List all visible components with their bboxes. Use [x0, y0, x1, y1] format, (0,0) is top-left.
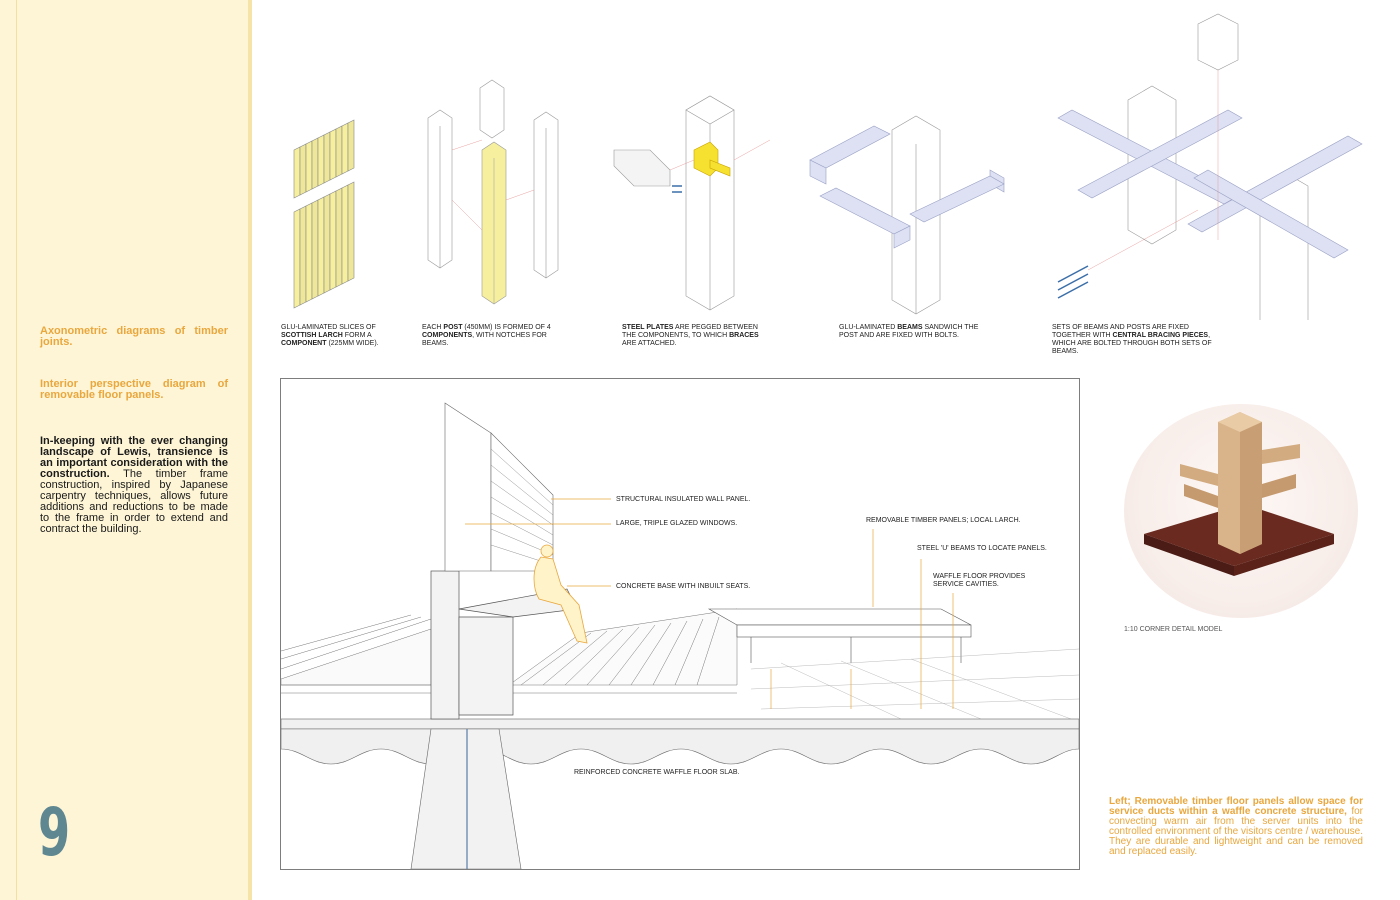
axo-caption-2-b1: POST [443, 324, 463, 331]
axo-caption-5-t1: SETS OF BEAMS AND POSTS ARE FIXED TOGETH… [1052, 324, 1189, 339]
axo-caption-1-t2: FORM A [342, 332, 372, 339]
axo-beams [809, 115, 1005, 315]
axo-caption-5-t2: , WHICH ARE BOLTED THROUGH BOTH SETS OF … [1052, 332, 1212, 355]
caption-perspective: Interior perspective diagram of removabl… [40, 378, 228, 401]
axo-bracing [1057, 13, 1363, 320]
sidebar [0, 0, 252, 900]
axo-caption-2: EACH POST (450MM) IS FORMED OF 4 COMPONE… [422, 324, 572, 348]
axo-caption-3-t3: ARE ATTACHED. [622, 340, 677, 347]
axo-caption-2-t3: , WITH NOTCHES FOR BEAMS. [422, 332, 547, 347]
intro-bold: In-keeping with the ever changing landsc… [40, 435, 228, 480]
sidebar-edge [248, 0, 252, 900]
axo-steel-plates [613, 95, 771, 311]
axo-caption-2-b2: COMPONENTS [422, 332, 473, 339]
page-number: 9 [38, 794, 70, 871]
corner-model-photo [1124, 404, 1358, 618]
intro-paragraph: In-keeping with the ever changing landsc… [40, 436, 228, 535]
axo-post-components [427, 79, 559, 305]
sidebar-rule [16, 0, 17, 900]
model-caption: 1:10 CORNER DETAIL MODEL [1124, 626, 1223, 633]
axo-caption-4-t2: SANDWICH THE POST AND ARE FIXED WITH BOL… [839, 324, 979, 339]
label-timber-panels: REMOVABLE TIMBER PANELS; LOCAL LARCH. [866, 517, 1021, 524]
label-concrete-base: CONCRETE BASE WITH INBUILT SEATS. [616, 583, 751, 590]
axo-caption-4: GLU-LAMINATED BEAMS SANDWICH THE POST AN… [839, 324, 979, 340]
axo-caption-3-t2: ARE PEGGED BETWEEN THE COMPONENTS, TO WH… [622, 324, 758, 339]
axo-caption-4-b1: BEAMS [897, 324, 923, 331]
axo-caption-1-t3: (225MM WIDE). [326, 340, 379, 347]
perspective-diagram: STRUCTURAL INSULATED WALL PANEL. LARGE, … [280, 378, 1080, 870]
right-description-text: for convecting warm air from the server … [1109, 806, 1363, 857]
axo-caption-1-t1: GLU-LAMINATED SLICES OF [281, 324, 376, 331]
axo-caption-1: GLU-LAMINATED SLICES OF SCOTTISH LARCH F… [281, 324, 391, 348]
corner-model-drawing [1144, 412, 1334, 576]
caption-axonometric: Axonometric diagrams of timber joints. [40, 325, 228, 348]
axo-caption-5-b1: CENTRAL BRACING PIECES [1112, 332, 1209, 339]
axo-caption-3-b2: BRACES [729, 332, 759, 339]
label-waffle-floor: WAFFLE FLOOR PROVIDES SERVICE CAVITIES. [933, 573, 1026, 588]
axo-caption-3-b1: STEEL PLATES [622, 324, 674, 331]
axo-caption-1-b1: SCOTTISH LARCH [281, 332, 343, 339]
right-description-bold: Left; Removable timber floor panels allo… [1109, 796, 1363, 817]
perspective-drawing [281, 402, 1079, 869]
axo-caption-2-t2: (450MM) IS FORMED OF 4 [462, 324, 551, 331]
axo-caption-3: STEEL PLATES ARE PEGGED BETWEEN THE COMP… [622, 324, 762, 348]
label-slab: REINFORCED CONCRETE WAFFLE FLOOR SLAB. [574, 769, 740, 776]
axo-caption-1-b2: COMPONENT [281, 340, 327, 347]
label-windows: LARGE, TRIPLE GLAZED WINDOWS. [616, 520, 738, 527]
axo-caption-2-t1: EACH [422, 324, 444, 331]
axo-larch-slices [293, 119, 355, 309]
intro-text: The timber frame construction, inspired … [40, 468, 228, 535]
axo-caption-5: SETS OF BEAMS AND POSTS ARE FIXED TOGETH… [1052, 324, 1224, 356]
right-description: Left; Removable timber floor panels allo… [1109, 797, 1363, 857]
label-steel-beams: STEEL 'U' BEAMS TO LOCATE PANELS. [917, 545, 1047, 552]
label-wall-panel: STRUCTURAL INSULATED WALL PANEL. [616, 496, 751, 503]
axo-caption-4-t1: GLU-LAMINATED [839, 324, 898, 331]
